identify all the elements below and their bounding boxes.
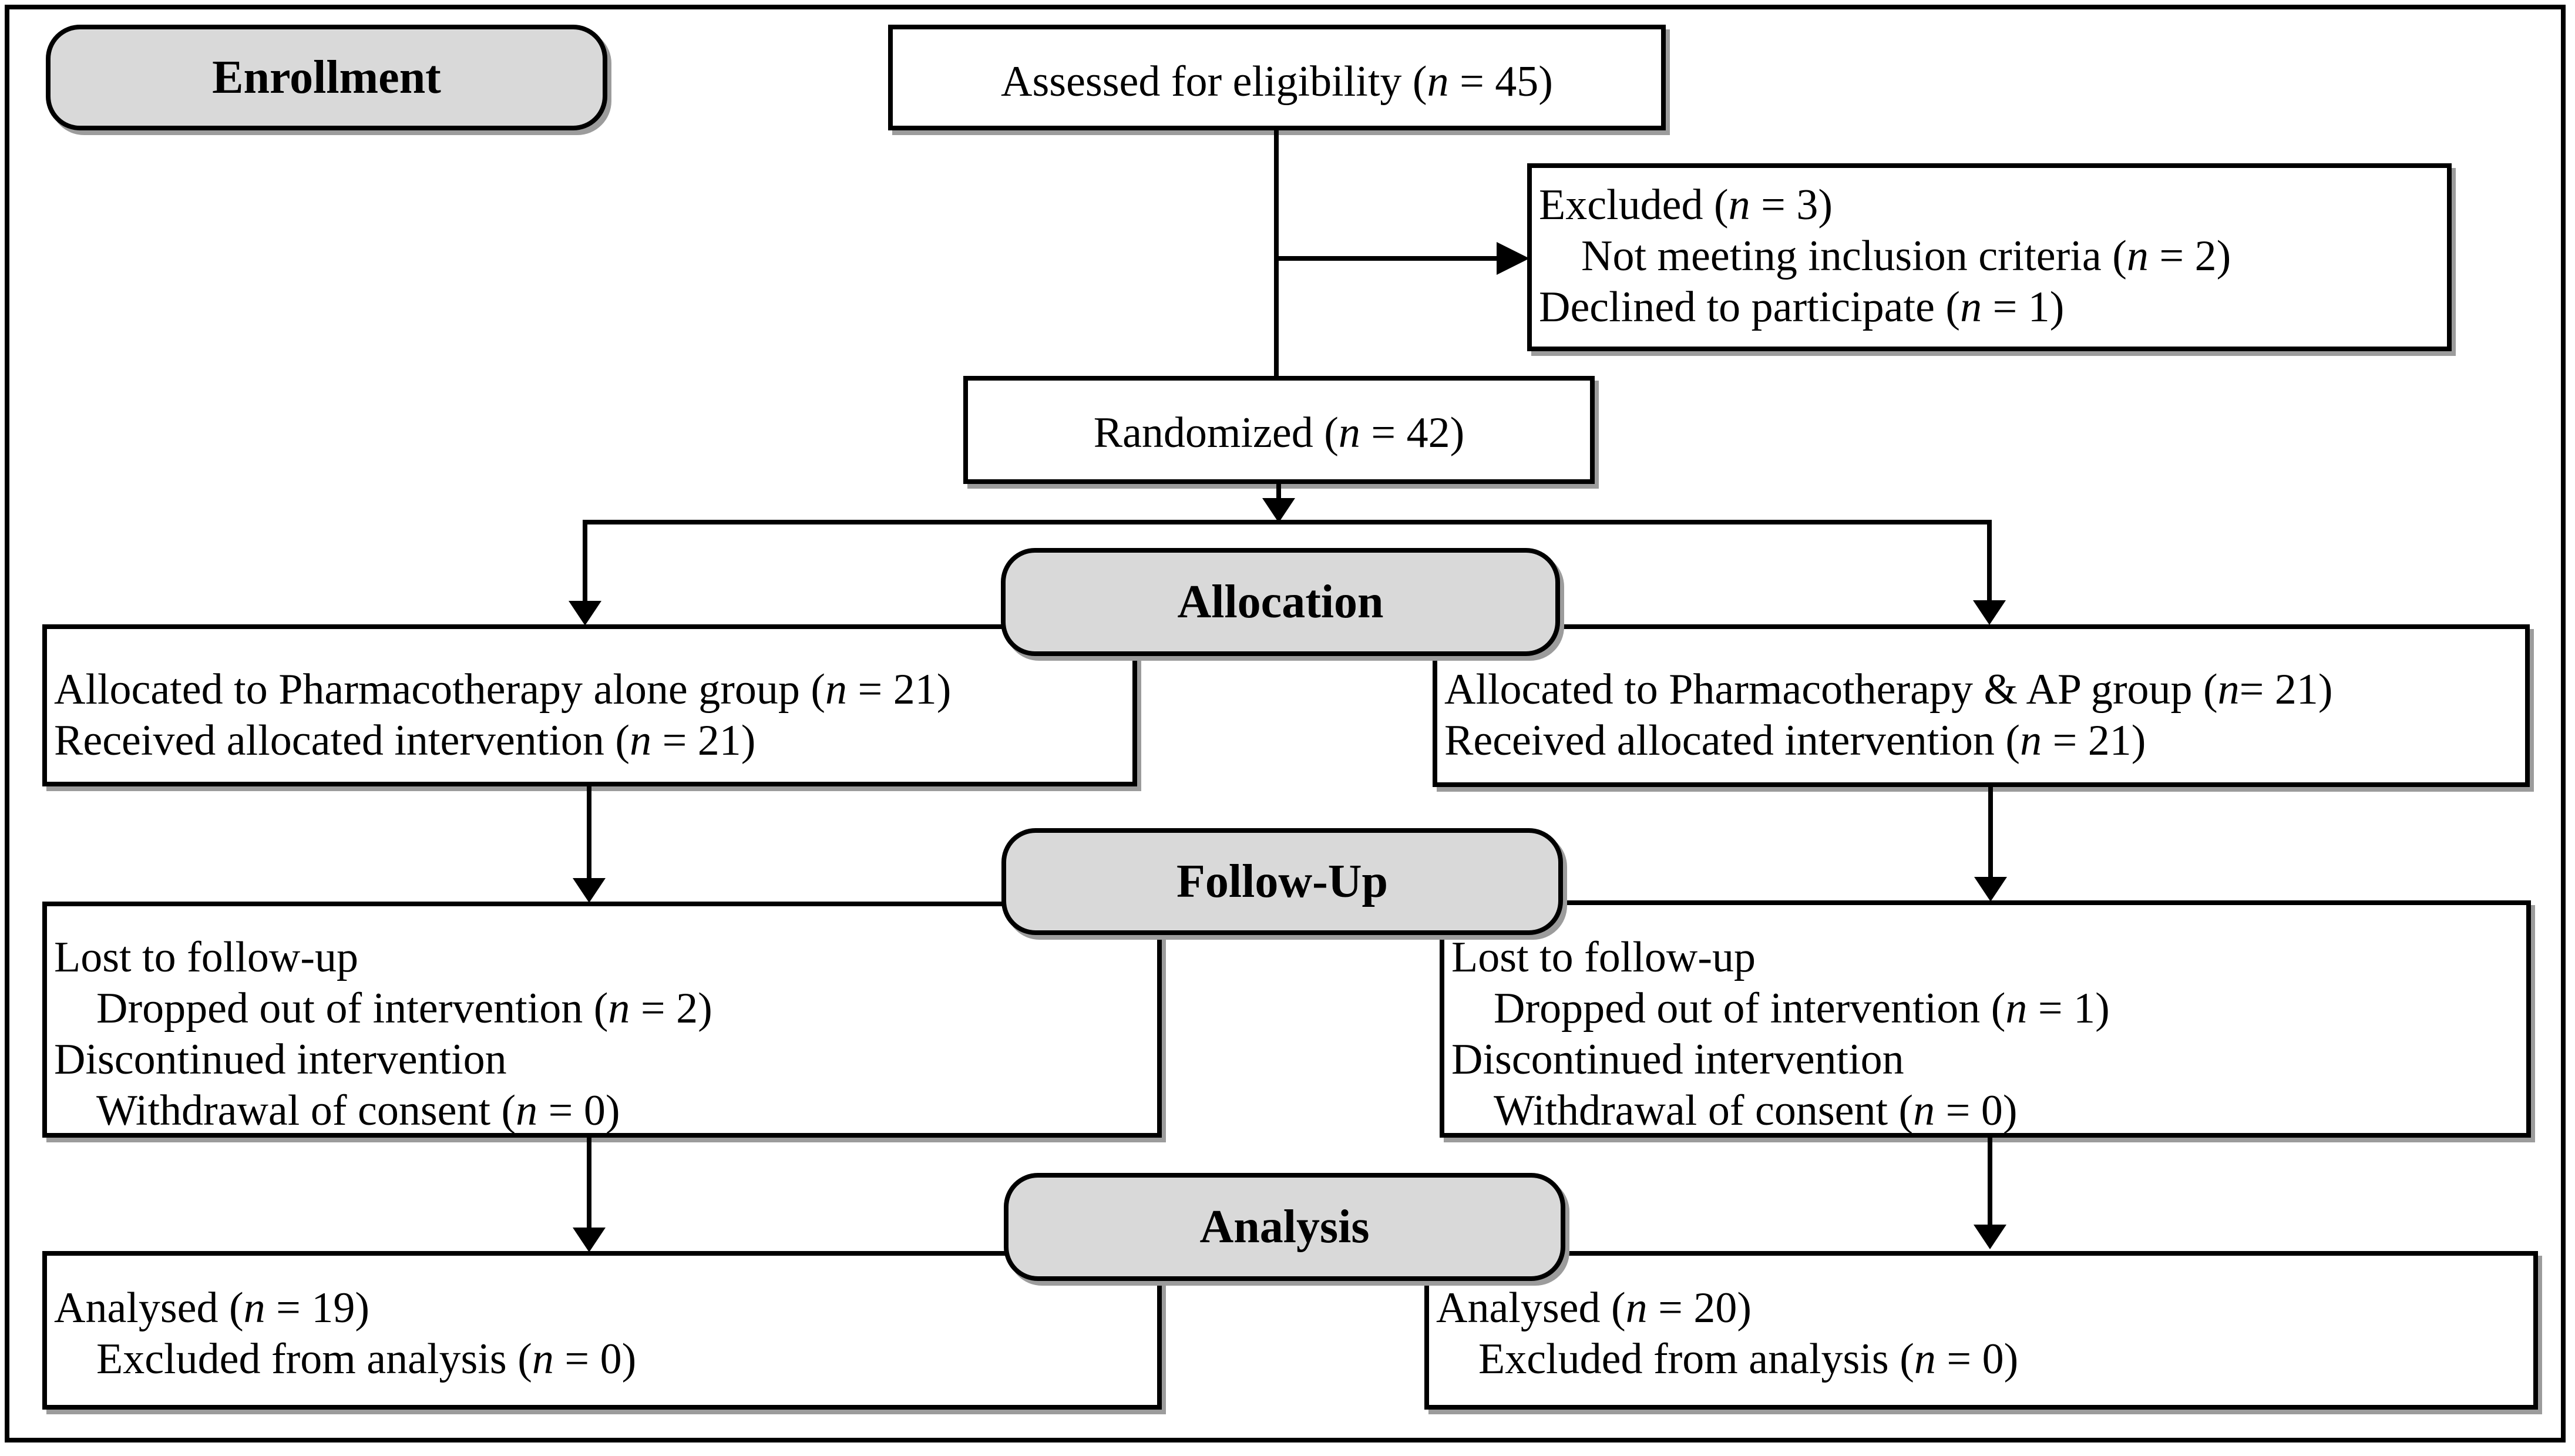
text-line: Dropped out of intervention (n = 1) [1494,984,2110,1033]
text-line: Analysed (n = 20) [1436,1284,1752,1332]
text-line: Analysed (n = 19) [54,1284,370,1332]
text-line: Excluded from analysis (n = 0) [96,1335,637,1383]
band-followup: Follow-Up [1001,828,1563,935]
box-allocation-pharmacotherapy-ap: Allocated to Pharmacotherapy & AP group … [1433,624,2530,787]
text-line: Dropped out of intervention (n = 2) [96,984,712,1033]
text-line: Allocated to Pharmacotherapy alone group… [54,665,952,714]
text-line: Allocated to Pharmacotherapy & AP group … [1444,665,2333,714]
box-analysis-left: Analysed (n = 19)Excluded from analysis … [42,1251,1162,1410]
text-line: Assessed for eligibility (n = 45) [1001,57,1553,106]
figure-border [5,5,2566,1442]
band-enrollment: Enrollment [46,25,607,130]
text-line: Not meeting inclusion criteria (n = 2) [1581,232,2231,280]
text-line: Lost to follow-up [54,933,358,981]
text-line: Received allocated intervention (n = 21) [1444,717,2146,765]
text-line: Withdrawal of consent (n = 0) [1494,1087,2018,1135]
band-allocation: Allocation [1001,548,1560,656]
text-line: Discontinued intervention [54,1035,507,1084]
box-allocation-pharmacotherapy-alone: Allocated to Pharmacotherapy alone group… [42,624,1137,786]
text-line: Discontinued intervention [1451,1035,1904,1084]
box-excluded: Excluded (n = 3)Not meeting inclusion cr… [1527,163,2452,351]
text-line: Randomized (n = 42) [1093,408,1465,457]
text-line: Lost to follow-up [1451,933,1756,981]
text-line: Excluded (n = 3) [1539,181,1833,229]
text-line: Received allocated intervention (n = 21) [54,717,756,765]
text-line: Declined to participate (n = 1) [1539,283,2065,331]
band-analysis: Analysis [1004,1173,1565,1281]
box-analysis-right: Analysed (n = 20)Excluded from analysis … [1424,1251,2538,1410]
box-assessed-for-eligibility: Assessed for eligibility (n = 45) [888,25,1666,130]
text-line: Excluded from analysis (n = 0) [1478,1335,2019,1383]
box-randomized: Randomized (n = 42) [963,376,1595,484]
text-line: Withdrawal of consent (n = 0) [96,1087,620,1135]
